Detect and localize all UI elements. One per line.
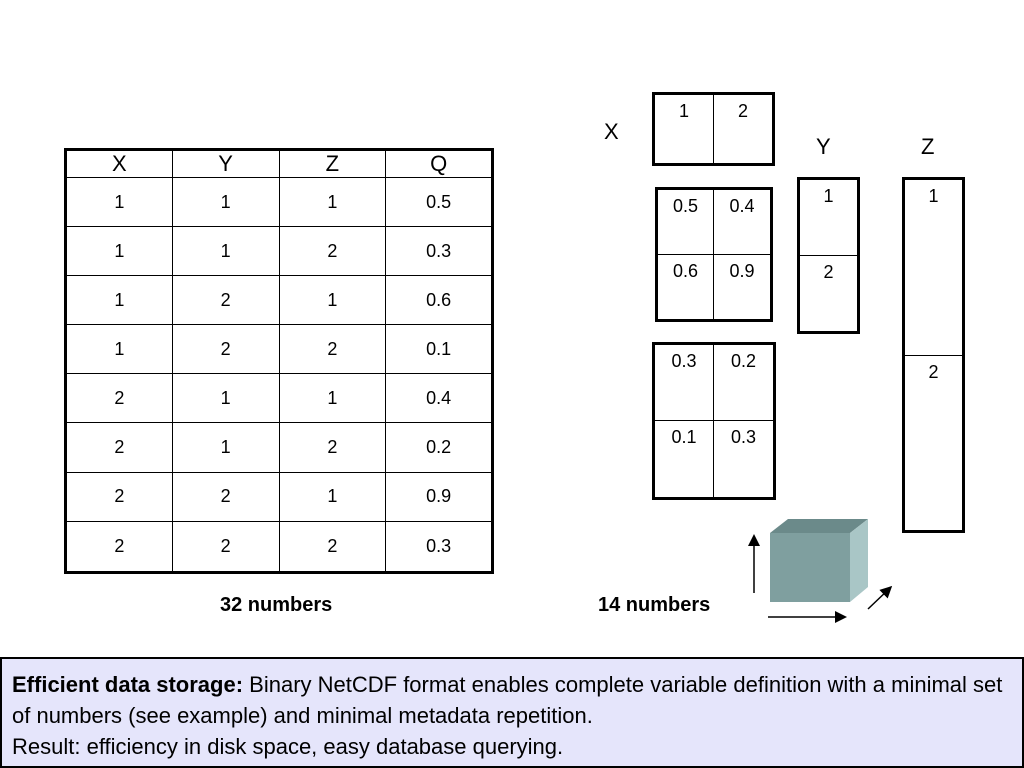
table-cell: 0.9 (385, 471, 493, 522)
flat-count-caption: 32 numbers (220, 594, 333, 616)
note-line-2: Result: efficiency in disk space, easy d… (12, 734, 564, 759)
table-cell: 2 (65, 520, 173, 574)
table-header-row: X Y Z Q (65, 149, 493, 178)
table-cell: 2 (278, 226, 387, 277)
x-value: 2 (713, 95, 772, 163)
z-value: 1 (928, 186, 939, 206)
x-value: 1 (678, 101, 689, 121)
z-dimension-array: 1 2 (902, 177, 965, 533)
depth-axis-arrow (867, 585, 893, 610)
flat-data-table: X Y Z Q 1 1 1 0.5 1 1 2 0.3 1 2 1 0.6 1 … (64, 148, 494, 574)
table-cell: 0.3 (385, 520, 493, 574)
y-dimension-label: Y (816, 134, 831, 159)
table-cell: 1 (65, 226, 173, 277)
q-value: 0.3 (655, 345, 714, 421)
cube-top-face (770, 519, 868, 533)
note-line-1: Binary NetCDF format enables complete va… (12, 672, 1003, 728)
table-cell: 1 (65, 275, 173, 326)
q-value: 0.4 (714, 190, 770, 255)
table-row: 2 1 2 0.2 (65, 422, 493, 473)
header-q: Q (385, 149, 493, 178)
table-cell: 1 (65, 324, 173, 375)
note-lead: Efficient data storage: (12, 672, 244, 697)
cube-front-face (770, 533, 850, 602)
table-cell: 2 (171, 324, 280, 375)
table-cell: 2 (171, 275, 280, 326)
table-cell: 1 (171, 373, 280, 424)
z-dimension-label: Z (921, 134, 935, 159)
table-cell: 2 (278, 324, 387, 375)
q-value: 0.3 (730, 427, 757, 447)
table-row: 2 2 1 0.9 (65, 471, 493, 522)
table-cell: 2 (65, 471, 173, 522)
table-cell: 1 (65, 176, 173, 228)
x-dimension-label: X (604, 119, 619, 144)
table-row: 1 1 1 0.5 (65, 176, 493, 228)
header-y: Y (171, 149, 280, 178)
table-row: 1 1 2 0.3 (65, 226, 493, 277)
table-cell: 0.4 (385, 373, 493, 424)
cube-icon (748, 519, 893, 623)
table-cell: 2 (171, 471, 280, 522)
table-row: 2 2 2 0.3 (65, 520, 493, 574)
table-cell: 1 (278, 471, 387, 522)
table-cell: 1 (171, 176, 280, 228)
table-cell: 1 (171, 422, 280, 473)
table-cell: 0.6 (385, 275, 493, 326)
x-dimension-array: 1 2 (652, 92, 775, 166)
q-value: 0.2 (714, 345, 773, 421)
header-x: X (65, 149, 173, 178)
table-cell: 0.2 (385, 422, 493, 473)
table-cell: 0.3 (385, 226, 493, 277)
table-cell: 1 (171, 226, 280, 277)
q-value: 0.6 (658, 254, 714, 319)
q-value: 0.5 (658, 190, 714, 255)
table-cell: 0.1 (385, 324, 493, 375)
z-value: 2 (905, 354, 962, 531)
q-slice-2: 0.3 0.2 0.1 0.3 (652, 342, 776, 500)
table-row: 1 2 2 0.1 (65, 324, 493, 375)
table-cell: 2 (171, 520, 280, 574)
table-cell: 0.5 (385, 176, 493, 228)
q-value: 0.1 (655, 421, 714, 497)
table-cell: 2 (65, 422, 173, 473)
table-cell: 1 (278, 275, 387, 326)
table-row: 2 1 1 0.4 (65, 373, 493, 424)
q-value: 0.9 (729, 260, 755, 281)
table-cell: 1 (278, 176, 387, 228)
table-cell: 2 (278, 520, 387, 574)
table-cell: 2 (65, 373, 173, 424)
y-value: 1 (823, 186, 834, 206)
table-cell: 1 (278, 373, 387, 424)
y-dimension-array: 1 2 (797, 177, 860, 334)
q-slice-1: 0.5 0.4 0.6 0.9 (655, 187, 773, 322)
header-z: Z (278, 149, 387, 178)
netcdf-count-caption: 14 numbers (598, 594, 711, 616)
cube-side-face (850, 519, 868, 602)
y-value: 2 (800, 255, 857, 331)
table-cell: 2 (278, 422, 387, 473)
efficiency-note: Efficient data storage: Binary NetCDF fo… (0, 657, 1024, 768)
table-row: 1 2 1 0.6 (65, 275, 493, 326)
